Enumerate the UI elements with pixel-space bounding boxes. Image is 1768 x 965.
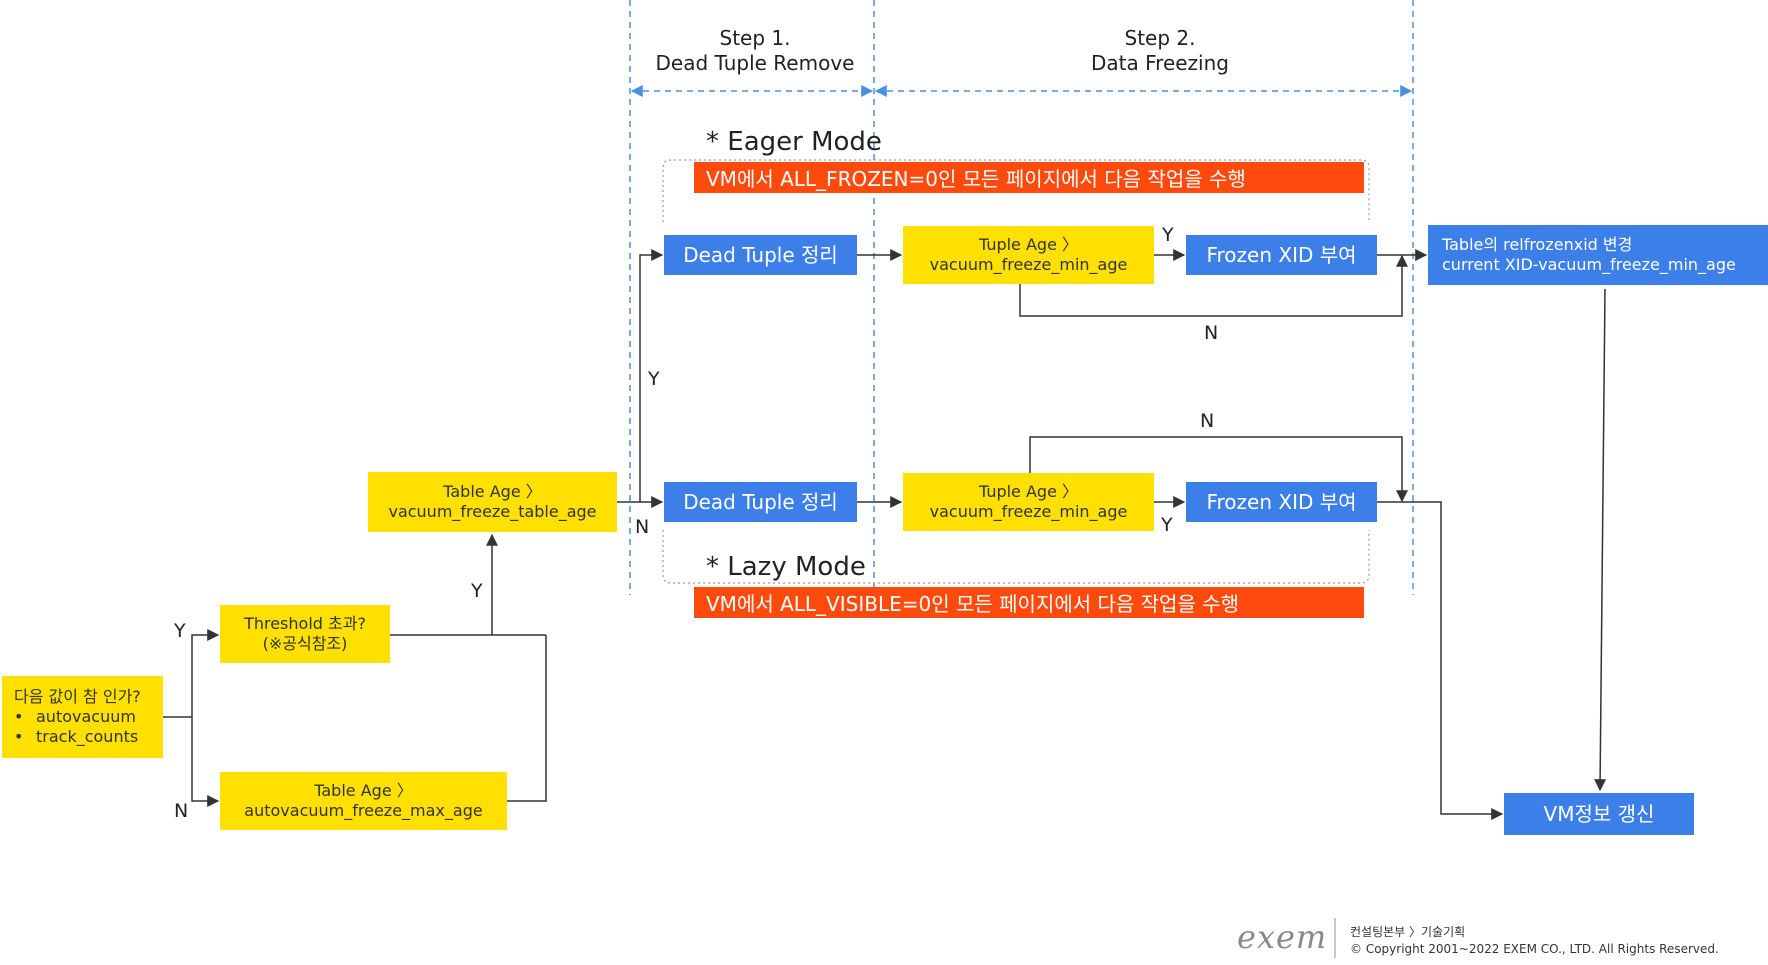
eager-yes-label: Y	[1162, 224, 1174, 246]
start-condition-title: 다음 값이 참 인가?	[14, 687, 141, 706]
table-age-line2: vacuum_freeze_table_age	[388, 502, 597, 521]
eager-mode-title: * Eager Mode	[706, 127, 882, 157]
threshold-box: Threshold 초과? (※공식참조)	[220, 605, 390, 663]
eager-branch-yes-label: Y	[648, 368, 660, 390]
lazy-mode-title: * Lazy Mode	[706, 552, 866, 582]
step1-number: Step 1.	[719, 26, 791, 50]
connector-max-age-out	[507, 635, 547, 802]
bullet-marker: •	[14, 707, 24, 726]
eager-dead-tuple-box: Dead Tuple 정리	[664, 235, 857, 275]
connector-lazy-no-loop	[1029, 436, 1408, 503]
table-age-line1: Table Age 〉	[443, 482, 542, 501]
footer-text: 컨설팅본부 〉기술기획 © Copyright 2001~2022 EXEM C…	[1350, 924, 1719, 958]
eager-no-label: N	[1204, 322, 1219, 344]
step2-number: Step 2.	[1124, 26, 1196, 50]
step2-header: Step 2. Data Freezing	[1040, 26, 1280, 76]
relfrozenxid-line2: current XID-vacuum_freeze_min_age	[1442, 255, 1736, 274]
step1-title: Dead Tuple Remove	[655, 51, 855, 75]
connector-eager-no-loop	[1019, 254, 1408, 317]
connector-to-eager	[639, 249, 664, 502]
eager-frozen-xid-box: Frozen XID 부여	[1186, 235, 1377, 275]
start-condition-item: • autovacuum	[14, 707, 136, 727]
vm-update-box: VM정보 갱신	[1504, 793, 1694, 835]
max-age-no-label: N	[174, 800, 189, 822]
table-age-yes-label: Y	[471, 580, 483, 602]
max-age-line1: Table Age 〉	[314, 781, 413, 800]
eager-tuple-age-box: Tuple Age 〉 vacuum_freeze_min_age	[903, 226, 1154, 284]
threshold-line1: Threshold 초과?	[244, 614, 366, 633]
relfrozenxid-line1: Table의 relfrozenxid 변경	[1442, 235, 1633, 254]
lazy-tuple-age-box: Tuple Age 〉 vacuum_freeze_min_age	[903, 473, 1154, 531]
threshold-yes-label: Y	[174, 620, 186, 642]
eager-mode-banner: VM에서 ALL_FROZEN=0인 모든 페이지에서 다음 작업을 수행	[694, 162, 1364, 193]
connector-to-max-age	[191, 717, 220, 807]
start-condition-item: • track_counts	[14, 727, 138, 747]
lazy-mode-banner: VM에서 ALL_VISIBLE=0인 모든 페이지에서 다음 작업을 수행	[694, 587, 1364, 618]
max-age-line2: autovacuum_freeze_max_age	[244, 801, 483, 820]
lazy-dead-tuple-box: Dead Tuple 정리	[664, 482, 857, 522]
max-age-box: Table Age 〉 autovacuum_freeze_max_age	[220, 772, 507, 830]
eager-tuple-age-line1: Tuple Age 〉	[978, 235, 1079, 254]
start-condition-box: 다음 값이 참 인가? • autovacuum • track_counts	[2, 676, 163, 758]
lazy-yes-label: Y	[1161, 514, 1173, 536]
lazy-frozen-xid-box: Frozen XID 부여	[1186, 482, 1377, 522]
footer-department: 컨설팅본부 〉기술기획	[1350, 925, 1466, 939]
footer-divider	[1334, 918, 1336, 958]
step2-title: Data Freezing	[1091, 51, 1229, 75]
exem-logo: exem	[1237, 918, 1328, 956]
lazy-no-label: N	[1200, 410, 1215, 432]
start-condition-item-text: track_counts	[36, 727, 139, 746]
bullet-marker: •	[14, 727, 24, 746]
table-age-box: Table Age 〉 vacuum_freeze_table_age	[368, 472, 617, 532]
start-condition-item-text: autovacuum	[36, 707, 136, 726]
footer-copyright: © Copyright 2001~2022 EXEM CO., LTD. All…	[1350, 941, 1719, 956]
lazy-tuple-age-line1: Tuple Age 〉	[978, 482, 1079, 501]
step1-header: Step 1. Dead Tuple Remove	[640, 26, 870, 76]
threshold-line2: (※공식참조)	[262, 634, 348, 653]
lazy-tuple-age-line2: vacuum_freeze_min_age	[929, 502, 1128, 521]
relfrozenxid-box: Table의 relfrozenxid 변경 current XID-vacuu…	[1428, 225, 1768, 285]
eager-tuple-age-line2: vacuum_freeze_min_age	[929, 255, 1128, 274]
connector-lazy-to-vm-update	[1377, 501, 1504, 820]
eager-mode-bracket	[662, 159, 1370, 222]
connector-relfrozenxid-to-vm-update	[1594, 288, 1607, 792]
lazy-branch-no-label: N	[635, 516, 650, 538]
connector-to-threshold	[191, 629, 220, 717]
